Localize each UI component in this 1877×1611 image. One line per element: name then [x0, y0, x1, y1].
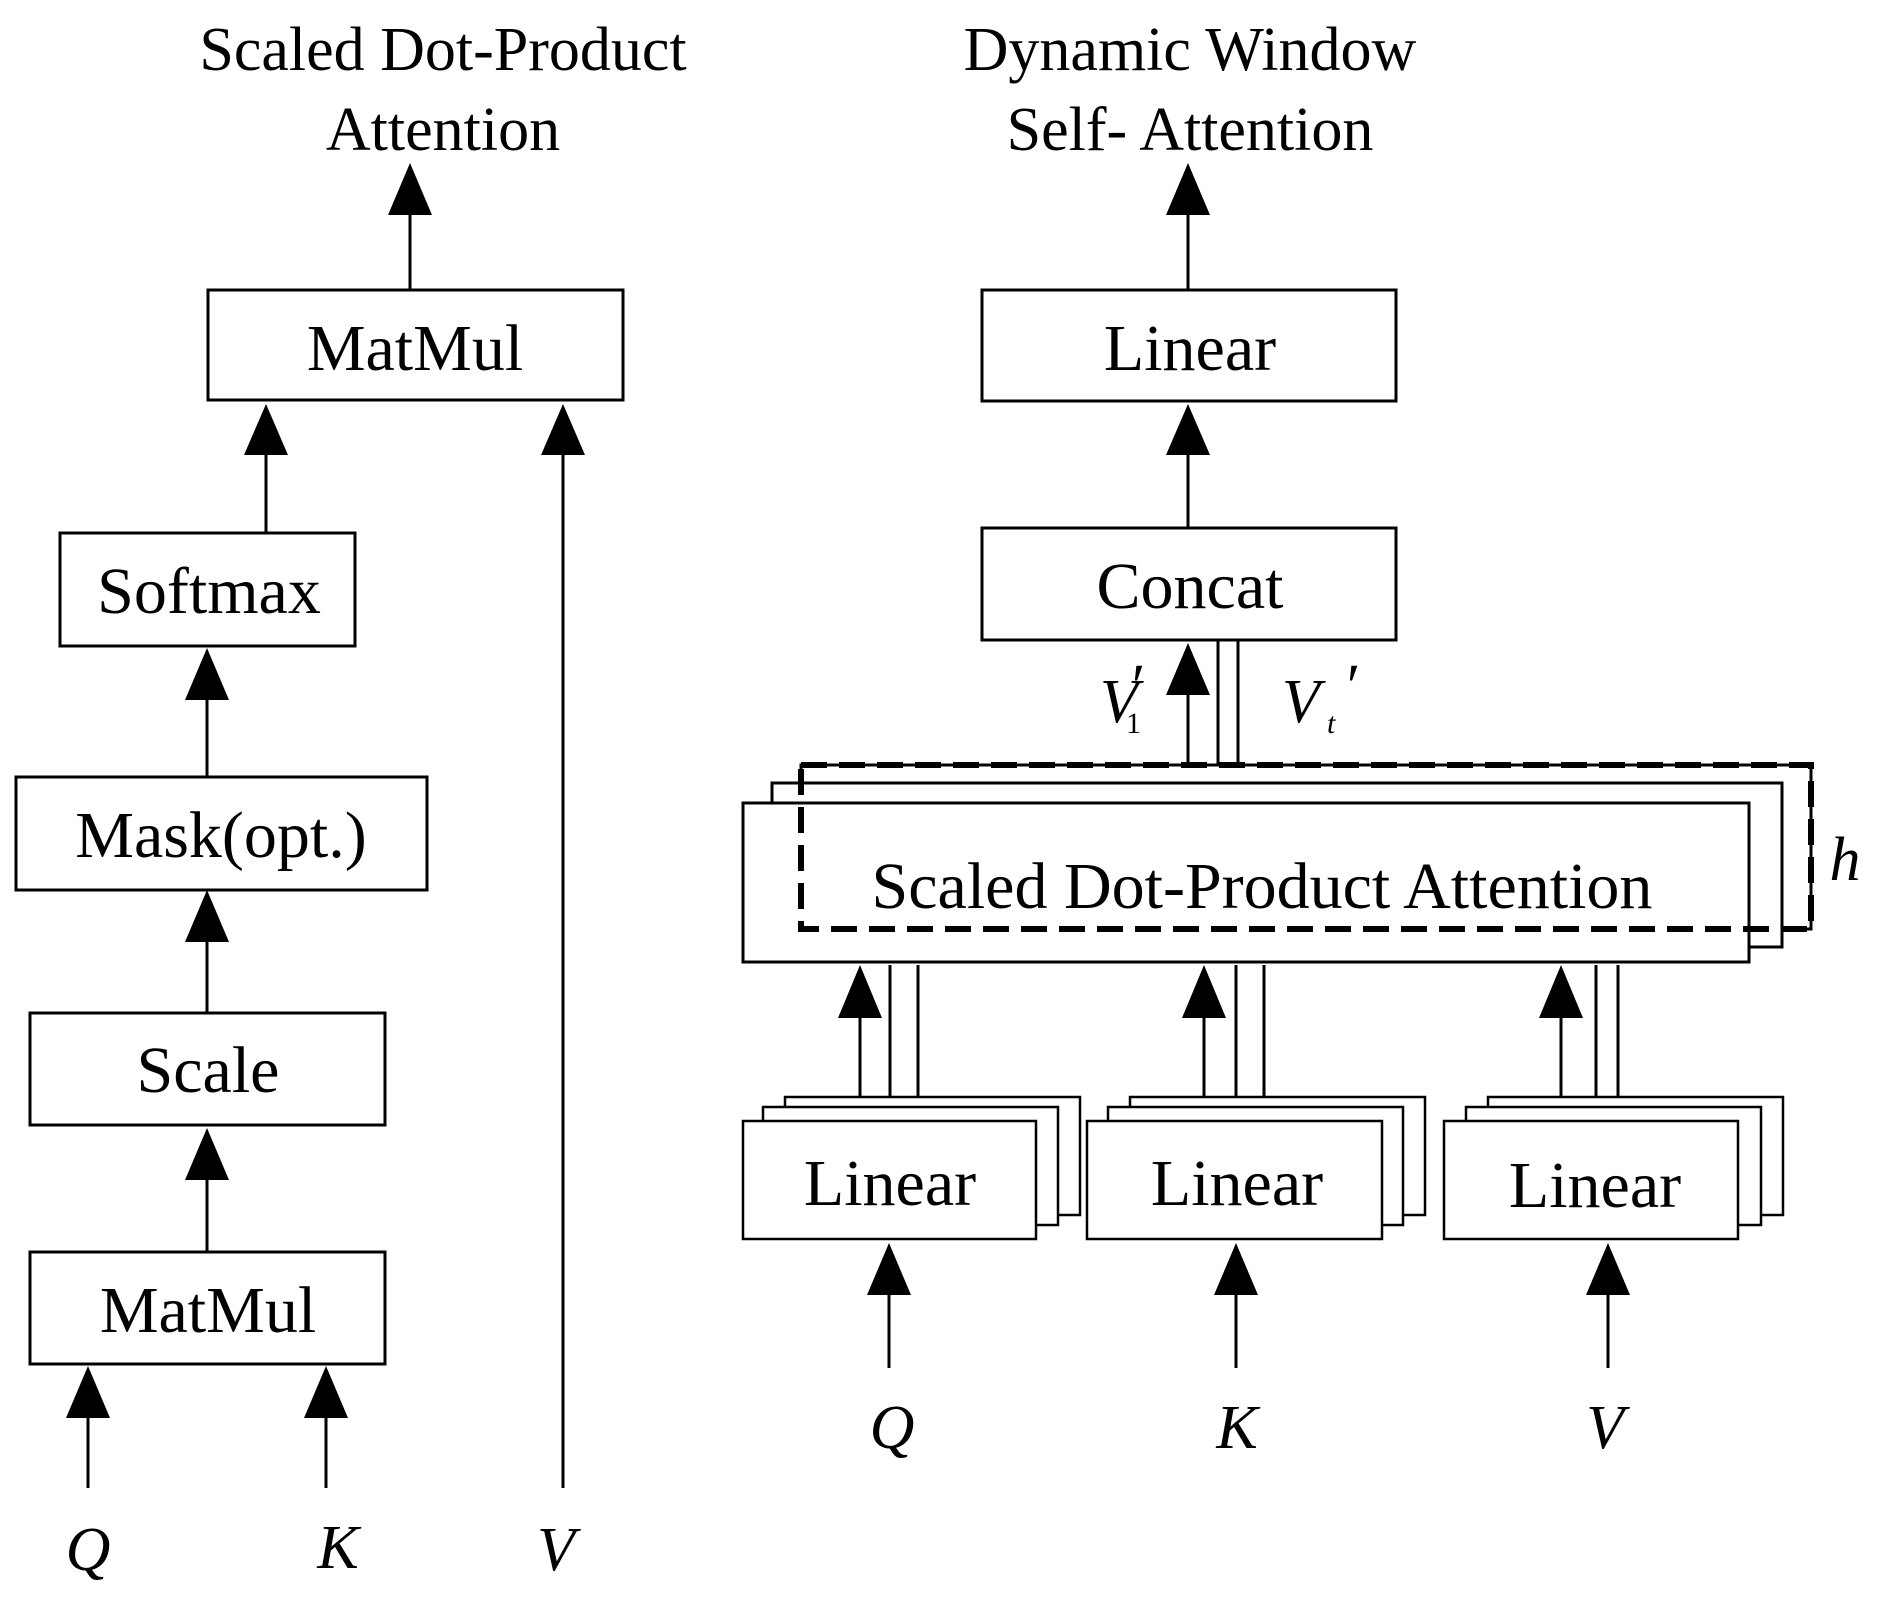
right-title-line2: Self- Attention [1007, 96, 1374, 164]
v1-prime: ′ [1128, 653, 1143, 721]
matmul-bottom-box: MatMul [28, 1250, 387, 1366]
vt-prime-label: V t ′ [1282, 653, 1358, 740]
arrow-k-to-matmul [304, 1366, 348, 1488]
vt-base: V [1282, 668, 1326, 736]
sdpa-stack: Scaled Dot-Product Attention [741, 762, 1814, 964]
v-branch: Linear [1442, 965, 1785, 1368]
concat-box: Concat [980, 526, 1398, 642]
matmul-top-label: MatMul [307, 312, 523, 385]
softmax-box: Softmax [58, 531, 357, 648]
arrow-q-to-matmul [66, 1366, 110, 1488]
arrow-matmul-to-scale [185, 1128, 229, 1252]
left-input-q: Q [66, 1516, 111, 1584]
right-input-v: V [1586, 1394, 1630, 1462]
linear-top-box: Linear [980, 288, 1398, 403]
left-output-arrow [388, 163, 432, 290]
linear-v-label: Linear [1509, 1149, 1681, 1222]
right-input-k: K [1215, 1394, 1261, 1462]
arrow-softmax-to-matmul [244, 404, 288, 533]
right-input-q: Q [870, 1394, 915, 1462]
arrow-heads-to-concat [1166, 640, 1240, 806]
matmul-bottom-label: MatMul [100, 1274, 316, 1347]
v1-prime-label: V 1 ′ [1100, 653, 1144, 740]
linear-top-label: Linear [1104, 312, 1276, 385]
left-title-line1: Scaled Dot-Product [199, 16, 686, 84]
vt-prime: ′ [1343, 653, 1358, 721]
sdpa-label: Scaled Dot-Product Attention [872, 850, 1653, 923]
scale-label: Scale [137, 1034, 280, 1107]
left-title-line2: Attention [326, 96, 560, 164]
scale-box: Scale [28, 1011, 387, 1127]
heads-label: h [1830, 826, 1861, 894]
right-title-line1: Dynamic Window [964, 16, 1417, 84]
matmul-top-box: MatMul [206, 288, 625, 402]
linear-q-label: Linear [804, 1147, 976, 1220]
mask-box: Mask(opt.) [14, 775, 429, 892]
concat-label: Concat [1097, 550, 1284, 623]
arrow-v-to-matmul [541, 404, 585, 1488]
vt-sub: t [1327, 707, 1336, 740]
mask-label: Mask(opt.) [75, 799, 366, 872]
linear-k-label: Linear [1151, 1147, 1323, 1220]
arrow-concat-to-linear [1166, 404, 1210, 528]
left-input-k: K [316, 1514, 362, 1582]
softmax-label: Softmax [97, 555, 321, 628]
q-branch: Linear [741, 965, 1082, 1368]
left-input-v: V [537, 1516, 581, 1584]
k-branch: Linear [1085, 965, 1427, 1368]
v1-sub: 1 [1126, 707, 1141, 740]
right-output-arrow [1166, 163, 1210, 290]
arrow-mask-to-softmax [185, 648, 229, 777]
arrow-scale-to-mask [185, 890, 229, 1013]
left-panel: Scaled Dot-Product Attention MatMul Soft… [14, 16, 687, 1584]
right-panel: Dynamic Window Self- Attention Linear Co… [741, 16, 1861, 1462]
v1-base: V [1100, 668, 1144, 736]
